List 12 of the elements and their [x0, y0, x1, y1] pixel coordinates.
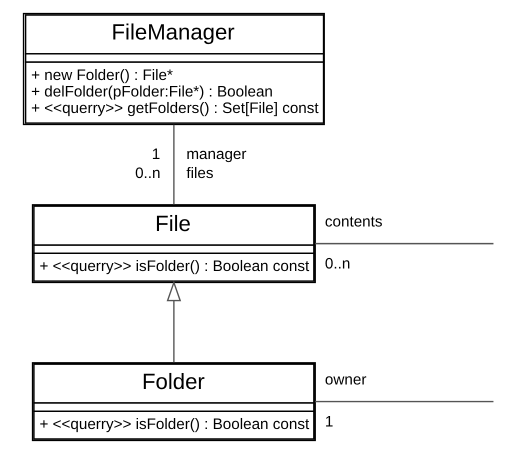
connector [173, 124, 175, 205]
label: 0..n [135, 164, 161, 182]
label: manager [186, 146, 246, 164]
arrow [166, 280, 182, 362]
connector [315, 242, 494, 244]
connector [315, 400, 494, 402]
label: 1 [324, 413, 334, 430]
label: owner [324, 372, 366, 389]
label: 1 [152, 146, 160, 164]
label: 0..n [324, 255, 350, 272]
label: contents [324, 214, 383, 231]
label: files [186, 164, 214, 182]
